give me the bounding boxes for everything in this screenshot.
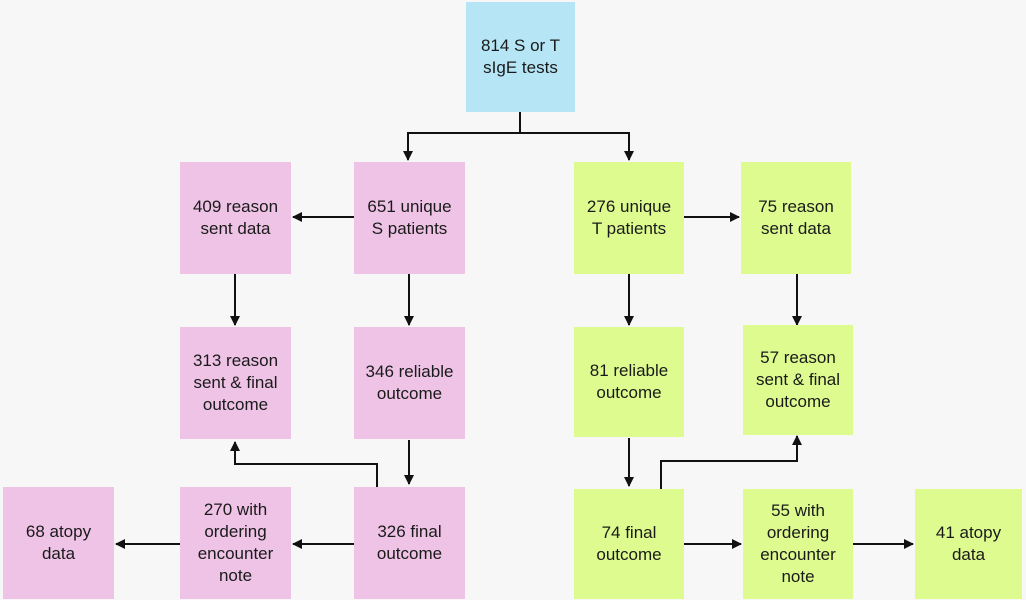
node-root: 814 S or T sIgE tests: [466, 2, 575, 112]
node-s-final: 326 final outcome: [354, 487, 465, 599]
node-t-reason-final: 57 reason sent & final outcome: [743, 325, 853, 435]
arrow-root-to-s-unique: [403, 112, 521, 161]
arrow-root-to-t-unique: [520, 132, 634, 161]
node-t-atopy: 41 atopy data: [915, 489, 1022, 599]
node-s-atopy: 68 atopy data: [3, 487, 114, 599]
node-s-ordering: 270 with ordering encounter note: [180, 487, 291, 599]
node-t-final: 74 final outcome: [574, 489, 684, 599]
node-s-reason-final: 313 reason sent & final outcome: [180, 327, 291, 439]
node-s-unique: 651 unique S patients: [354, 162, 465, 274]
node-t-unique: 276 unique T patients: [574, 162, 684, 274]
arrow-s-final-to-reason-final: [230, 441, 378, 487]
node-t-reliable: 81 reliable outcome: [574, 327, 684, 437]
arrow-t-final-to-reason-final: [660, 435, 802, 489]
node-t-ordering: 55 with ordering encounter note: [743, 489, 853, 599]
node-s-reason-sent: 409 reason sent data: [180, 162, 291, 274]
node-s-reliable: 346 reliable outcome: [354, 327, 465, 439]
node-t-reason-sent: 75 reason sent data: [741, 162, 851, 274]
